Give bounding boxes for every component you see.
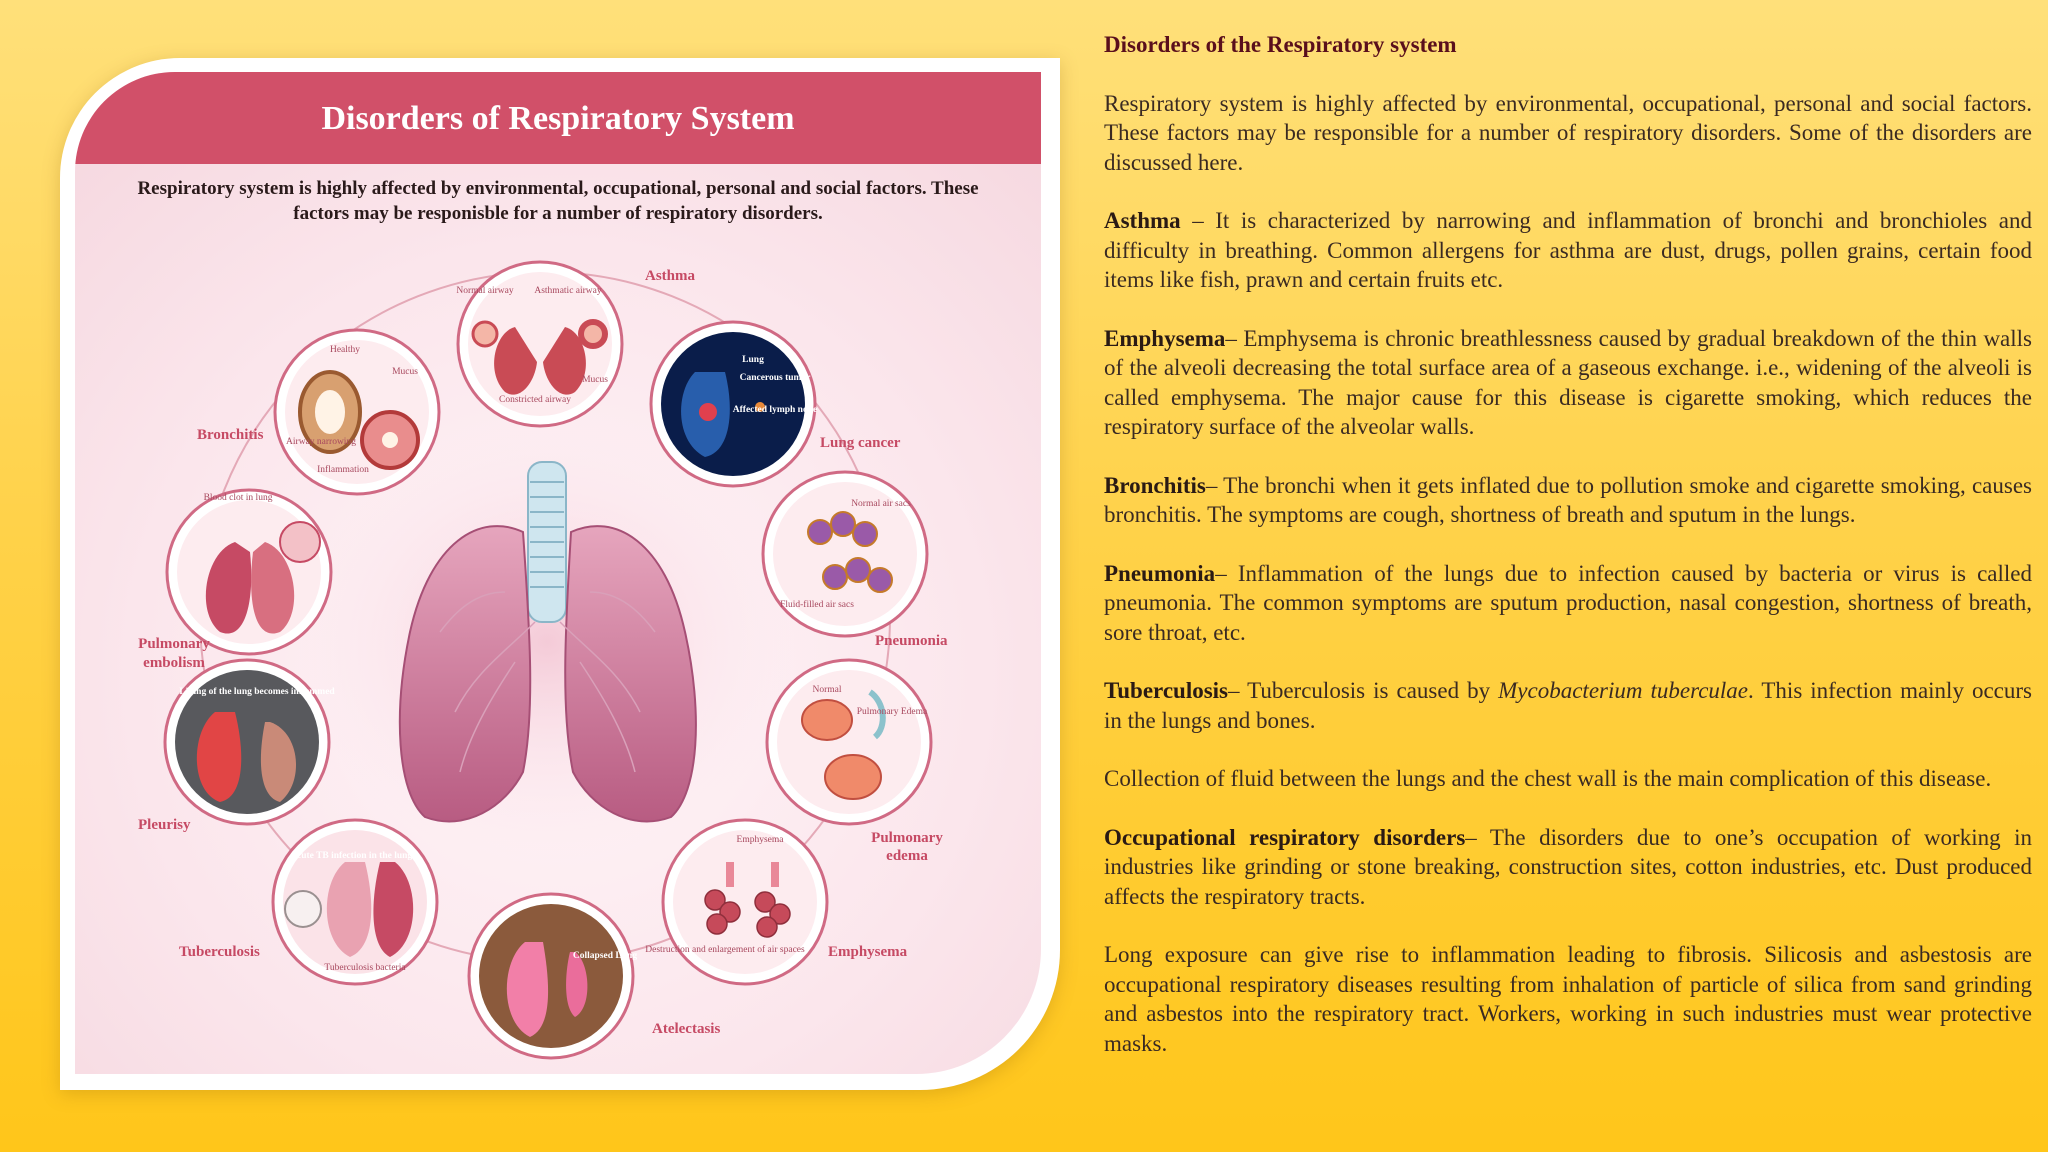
poster: Disorders of Respiratory System Respirat…	[75, 72, 1041, 1074]
pneumonia-paragraph: Pneumonia– Inflammation of the lungs due…	[1104, 559, 2032, 648]
exposure-paragraph: Long exposure can give rise to inflammat…	[1104, 940, 2032, 1058]
emphysema-illustration: Emphysema Destruction and enlargement of…	[645, 818, 829, 986]
article: Disorders of the Respiratory system Resp…	[1104, 30, 2032, 1087]
bronchitis-paragraph: Bronchitis– The bronchi when it gets inf…	[1104, 471, 2032, 530]
label-pulmonary-embolism-2: embolism	[143, 655, 205, 671]
collapsed-lung-callout: Collapsed Lung	[573, 951, 637, 961]
tuberculosis-organism: Mycobacterium tuberculae	[1498, 678, 1749, 703]
acute-tb-callout: Acute TB infection in the lungs	[290, 851, 416, 861]
lining-inflamed-callout: Lining of the lung becomes inflammed	[179, 687, 335, 697]
emphysema-paragraph: Emphysema– Emphysema is chronic breathle…	[1104, 324, 2032, 442]
tuberculosis-term: Tuberculosis	[1104, 678, 1228, 703]
pneumonia-text: – Inflammation of the lungs due to infec…	[1104, 560, 2032, 645]
normal-callout: Normal	[812, 685, 841, 695]
lung-callout: Lung	[742, 355, 764, 365]
asthma-paragraph: Asthma – It is characterized by narrowin…	[1104, 206, 2032, 295]
airway-narrowing-callout: Airway narrowing	[286, 437, 356, 447]
respiratory-diagram: Normal airway Asthmatic airway Mucus Con…	[138, 260, 948, 1060]
pneumonia-term: Pneumonia	[1104, 560, 1216, 586]
normal-air-sacs-callout: Normal air sacs	[851, 499, 911, 509]
label-tuberculosis: Tuberculosis	[179, 944, 260, 960]
occupational-text: – The disorders due to one’s occupation …	[1104, 824, 2032, 909]
pleurisy-illustration: Lining of the lung becomes inflammed	[163, 658, 335, 826]
label-pneumonia: Pneumonia	[875, 633, 948, 649]
pulmonary-edema-illustration: Normal Pulmonary Edema	[765, 658, 933, 826]
label-emphysema: Emphysema	[828, 944, 908, 960]
intro-text: Respiratory system is highly affected by…	[1104, 90, 2032, 175]
tuberculosis-text-b: . This infection mainly occurs in the lu…	[1104, 678, 2032, 733]
bronchitis-text: – The bronchi when it gets inflated due …	[1104, 472, 2032, 528]
asthma-term: Asthma	[1104, 208, 1181, 233]
fluid-air-sacs-callout: Fluid-filled air sacs	[780, 599, 854, 610]
emphysema-term: Emphysema	[1104, 325, 1226, 351]
pulmonary-embolism-illustration: Blood clot in lung	[165, 488, 333, 656]
emphysema-text: – Emphysema is chronic breathlessness ca…	[1104, 325, 2032, 440]
label-pleurisy: Pleurisy	[138, 817, 191, 833]
tb-bacteria-callout: Tuberculosis bacteria	[324, 963, 406, 973]
fluid-text: Collection of fluid between the lungs an…	[1104, 766, 1992, 791]
atelectasis-illustration: Collapsed Lung	[467, 892, 637, 1060]
healthy-callout: Healthy	[330, 345, 360, 355]
pulmonary-edema-callout: Pulmonary Edema	[857, 707, 928, 717]
label-lung-cancer: Lung cancer	[820, 435, 901, 451]
label-atelectasis: Atelectasis	[652, 1021, 720, 1037]
mucus2-callout: Mucus	[392, 367, 418, 377]
pneumonia-illustration: Normal air sacs Fluid-filled air sacs	[761, 470, 929, 638]
occupational-paragraph: Occupational respiratory disorders– The …	[1104, 823, 2032, 912]
destruction-callout: Destruction and enlargement of air space…	[645, 944, 805, 955]
mucus-callout: Mucus	[582, 375, 608, 385]
label-pulmonary-embolism-1: Pulmonary	[138, 636, 210, 652]
bronchitis-term: Bronchitis	[1104, 472, 1206, 498]
central-lungs	[297, 422, 797, 862]
tuberculosis-paragraph: Tuberculosis– Tuberculosis is caused by …	[1104, 676, 2032, 735]
label-asthma: Asthma	[645, 268, 696, 284]
normal-airway-callout: Normal airway	[456, 286, 513, 296]
intro-paragraph: Respiratory system is highly affected by…	[1104, 89, 2032, 178]
occupational-term: Occupational respiratory disorders	[1104, 824, 1466, 850]
poster-banner	[75, 72, 1041, 164]
label-pulmonary-edema-1: Pulmonary	[871, 830, 943, 846]
cancerous-tumor-callout: Cancerous tumor	[740, 373, 812, 383]
tuberculosis-text-a: – Tuberculosis is caused by	[1228, 678, 1499, 703]
asthmatic-airway-callout: Asthmatic airway	[534, 286, 602, 296]
exposure-text: Long exposure can give rise to inflammat…	[1104, 942, 2032, 1056]
lymph-node-callout: Affected lymph node	[733, 405, 817, 415]
asthma-text: – It is characterized by narrowing and i…	[1104, 208, 2032, 292]
poster-title: Disorders of Respiratory System	[321, 100, 795, 137]
poster-subtitle: Respiratory system is highly affected by…	[137, 178, 979, 224]
lung-cancer-illustration: Lung Cancerous tumor Affected lymph node	[649, 320, 817, 488]
bronchitis-illustration: Healthy Mucus Airway narrowing Inflammat…	[273, 328, 441, 496]
blood-clot-callout: Blood clot in lung	[204, 493, 273, 503]
fluid-paragraph: Collection of fluid between the lungs an…	[1104, 764, 2032, 794]
constricted-airway-callout: Constricted airway	[499, 395, 571, 405]
asthma-illustration: Normal airway Asthmatic airway Mucus Con…	[456, 260, 624, 428]
inflammation-callout: Inflammation	[317, 464, 369, 475]
label-pulmonary-edema-2: edema	[886, 848, 928, 864]
label-bronchitis: Bronchitis	[197, 427, 264, 443]
tuberculosis-illustration: Acute TB infection in the lungs Tubercul…	[271, 818, 439, 986]
article-heading: Disorders of the Respiratory system	[1104, 32, 1457, 57]
emphysema-callout: Emphysema	[737, 835, 785, 845]
